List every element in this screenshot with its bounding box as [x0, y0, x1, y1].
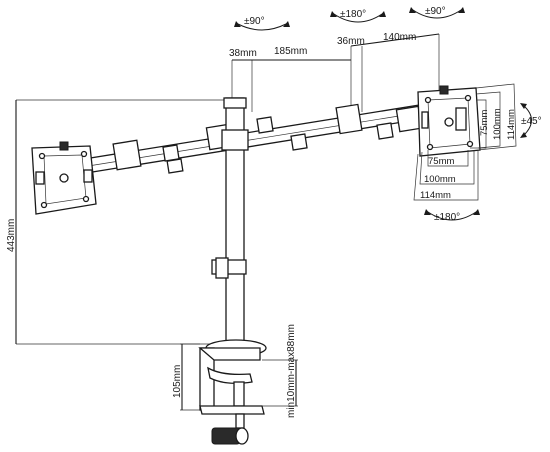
rotate-90-left-icon	[237, 23, 287, 31]
pole	[211, 97, 249, 351]
dim-185mm-label: 185mm	[274, 46, 307, 57]
vesa-114-horizontal-label: 114mm	[420, 190, 451, 201]
rotate-180-mid-icon	[333, 13, 383, 23]
rotate-180-bottom-icon	[427, 211, 477, 221]
rotate-90-right-icon	[412, 9, 462, 19]
rotation-indicators: ±90° ±180° ±90° ±45° ±180°	[234, 6, 542, 223]
dim-140mm-label: 140mm	[383, 32, 416, 43]
right-vesa-plate	[417, 85, 481, 157]
dim-clamp-range-label: min10mm-max88mm	[286, 324, 297, 418]
dim-36mm-label: 36mm	[337, 36, 365, 47]
left-vesa-plate	[31, 141, 97, 215]
dim-38mm-label: 38mm	[229, 48, 257, 59]
rotate-left-top-label: ±90°	[244, 16, 265, 27]
top-dimensions: 38mm 185mm 36mm 140mm	[229, 32, 440, 112]
arm-assembly	[77, 101, 441, 175]
height-dimension: 443mm	[6, 99, 232, 345]
dim-105mm-label: 105mm	[172, 365, 183, 398]
vesa-dimensions: 75mm 100mm 114mm 75mm 100mm 114mm	[413, 83, 517, 201]
tilt-right-label: ±45°	[521, 116, 542, 127]
rotate-bottom-label: ±180°	[434, 212, 460, 223]
desk-clamp	[198, 339, 267, 445]
rotate-mid-top-label: ±180°	[340, 9, 366, 20]
vesa-75-horizontal-label: 75mm	[428, 156, 454, 167]
rotate-right-top-label: ±90°	[425, 6, 446, 17]
tilt-45-icon	[522, 104, 532, 137]
vesa-100-horizontal-label: 100mm	[424, 174, 456, 185]
vesa-75-vertical-label: 75mm	[479, 110, 490, 136]
vesa-100-vertical-label: 100mm	[492, 108, 503, 140]
clamp-dimensions: 105mm min10mm-max88mm	[172, 324, 298, 418]
vesa-114-vertical-label: 114mm	[506, 109, 517, 140]
dim-443mm-label: 443mm	[6, 219, 17, 252]
